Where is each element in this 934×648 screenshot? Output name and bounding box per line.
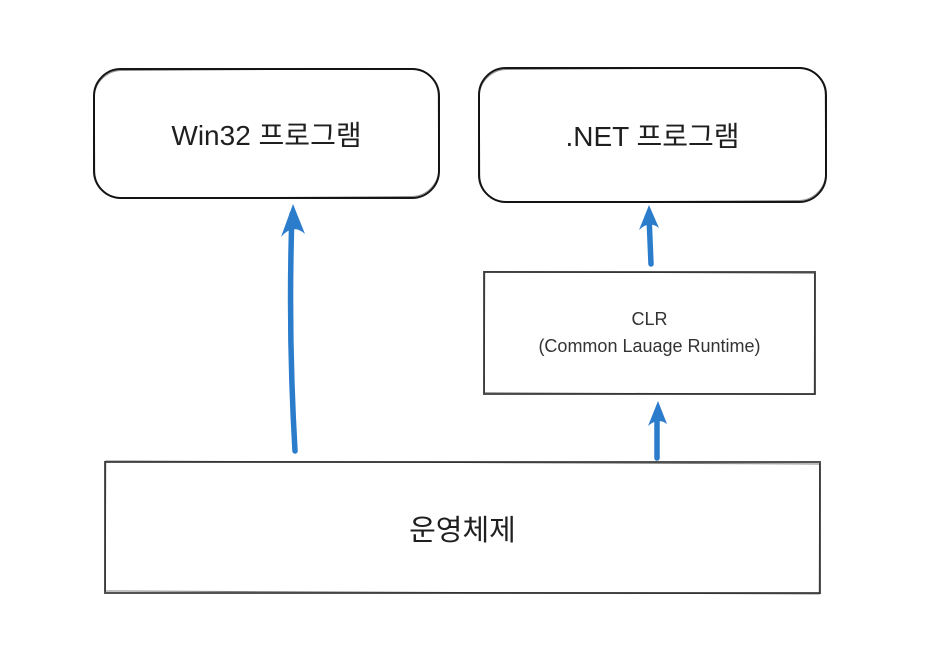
arrow-clr-to-dotnet [639, 205, 659, 267]
arrow-os-to-win32 [281, 204, 305, 454]
node-dotnet-label: .NET 프로그램 [565, 121, 740, 152]
node-clr: CLR (Common Lauage Runtime) [483, 271, 816, 395]
arrow-os-to-win32-shaft [287, 211, 298, 454]
node-operating-system: 운영체제 [104, 461, 821, 594]
node-os-label: 운영체제 [409, 514, 516, 547]
node-dotnet-program: .NET 프로그램 [478, 67, 827, 203]
node-win32-program: Win32 프로그램 [93, 68, 440, 199]
arrow-up-icon [648, 401, 667, 426]
node-win32-label: Win32 프로그램 [171, 119, 362, 151]
arrow-up-icon [639, 205, 659, 230]
arrow-os-to-clr [648, 401, 667, 461]
arrow-clr-to-dotnet-shaft [646, 213, 654, 267]
arrow-up-icon [281, 204, 305, 237]
node-clr-title: CLR [631, 309, 668, 329]
node-clr-subtitle: (Common Lauage Runtime) [538, 336, 761, 356]
node-clr-label: CLR (Common Lauage Runtime) [538, 306, 760, 360]
